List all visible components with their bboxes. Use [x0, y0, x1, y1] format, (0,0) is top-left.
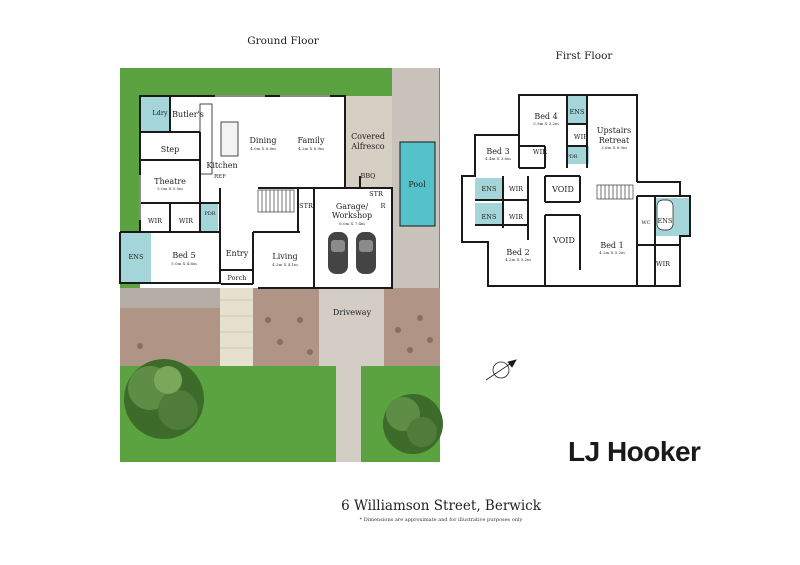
room-pool: Pool — [408, 180, 426, 189]
front-gravel — [120, 288, 220, 308]
room-ens-a: ENS — [481, 185, 497, 193]
ground-floor-heading: Ground Floor — [247, 35, 319, 47]
room-living-dims: 4.2m X 4.1m — [272, 262, 298, 267]
first-floor-heading: First Floor — [555, 50, 613, 62]
property-address: 6 Williamson Street, Berwick — [341, 498, 541, 514]
disclaimer-note: * Dimensions are approximate and for ill… — [359, 517, 523, 523]
room-family-dims: 4.2m X 6.9m — [298, 146, 324, 151]
room-wir-a: WIR — [508, 185, 524, 193]
room-bed2-dims: 4.2m X 5.2m — [505, 257, 531, 262]
kitchen-island — [220, 121, 239, 157]
room-str-2: STR — [369, 190, 383, 198]
room-driveway: Driveway — [332, 308, 372, 317]
driveway-surface — [319, 288, 384, 462]
room-ens-top: ENS — [569, 108, 585, 116]
ground-floor-house — [120, 96, 392, 288]
room-bed3: Bed 3 — [486, 147, 510, 156]
room-bed1: Bed 1 — [600, 241, 624, 250]
front-garden-bed-left — [120, 308, 220, 366]
room-butlers: Butler's — [172, 110, 204, 119]
room-bed3-dims: 4.4m X 3.6m — [485, 156, 511, 161]
room-wc: WC — [641, 220, 651, 226]
first-stairs — [596, 184, 634, 200]
room-theatre: Theatre — [154, 177, 186, 186]
room-dining-dims: 4.0m X 6.6m — [250, 146, 276, 151]
room-pdr-first: PDR — [566, 154, 578, 160]
front-steps — [220, 284, 253, 366]
room-retreat-dims: 3.6m X 6.9m — [601, 145, 627, 150]
room-bed4: Bed 4 — [534, 112, 558, 121]
room-bed1-dims: 4.2m X 5.2m — [599, 250, 625, 255]
room-pdr: PDR — [204, 211, 216, 217]
room-garage-line2: Workshop — [331, 211, 373, 220]
room-r: R — [380, 202, 386, 210]
room-step: Step — [160, 145, 180, 154]
room-retreat-line2: Retreat — [598, 136, 630, 145]
room-alfresco-line2: Alfresco — [351, 142, 385, 151]
ground-stairs — [257, 189, 295, 213]
room-family: Family — [297, 136, 325, 145]
room-wir-2: WIR — [178, 217, 194, 225]
room-void-top: VOID — [552, 185, 574, 194]
car-right — [356, 232, 376, 274]
room-laundry: Ldry — [152, 109, 168, 117]
room-wir-b: WIR — [508, 213, 524, 221]
brand-logo: LJ Hooker — [568, 436, 701, 467]
room-retreat-line1: Upstairs — [596, 126, 632, 135]
room-alfresco-line1: Covered — [351, 132, 385, 141]
tree-left — [124, 359, 204, 439]
room-str-1: STR — [299, 202, 313, 210]
front-garden-bed-right — [384, 288, 440, 366]
room-dining: Dining — [249, 136, 277, 145]
room-garage-dims: 6.0m X 7.4m — [339, 221, 365, 226]
pool-water — [399, 141, 436, 227]
room-kitchen: Kitchen — [206, 161, 238, 170]
ensuite-bath — [656, 199, 674, 231]
room-wir-1: WIR — [147, 217, 163, 225]
room-bed2: Bed 2 — [506, 248, 530, 257]
compass-icon — [485, 359, 517, 381]
room-porch: Porch — [227, 274, 247, 282]
room-ens-right: ENS — [657, 217, 673, 225]
car-left — [328, 232, 348, 274]
room-entry: Entry — [225, 249, 249, 258]
room-wir-bed3: WIR — [532, 148, 548, 156]
room-ref: REF — [214, 174, 226, 180]
tree-right — [383, 394, 443, 454]
first-floor-walls — [461, 94, 691, 287]
room-theatre-dims: 5.0m X 5.5m — [157, 186, 183, 191]
room-wir-right: WIR — [655, 260, 671, 268]
room-bed5: Bed 5 — [172, 251, 196, 260]
room-living: Living — [272, 252, 298, 261]
room-void-mid: VOID — [553, 236, 575, 245]
room-wir-top: WIR — [573, 133, 589, 141]
kitchen-bench — [199, 103, 213, 175]
room-bed4-dims: 3.9m X 3.2m — [533, 121, 559, 126]
room-ens-ground: ENS — [128, 253, 144, 261]
room-bbq: BBQ — [360, 172, 376, 180]
room-ens-b: ENS — [481, 213, 497, 221]
room-bed5-dims: 5.0m X 4.6m — [171, 261, 197, 266]
room-garage-line1: Garage/ — [335, 202, 369, 211]
